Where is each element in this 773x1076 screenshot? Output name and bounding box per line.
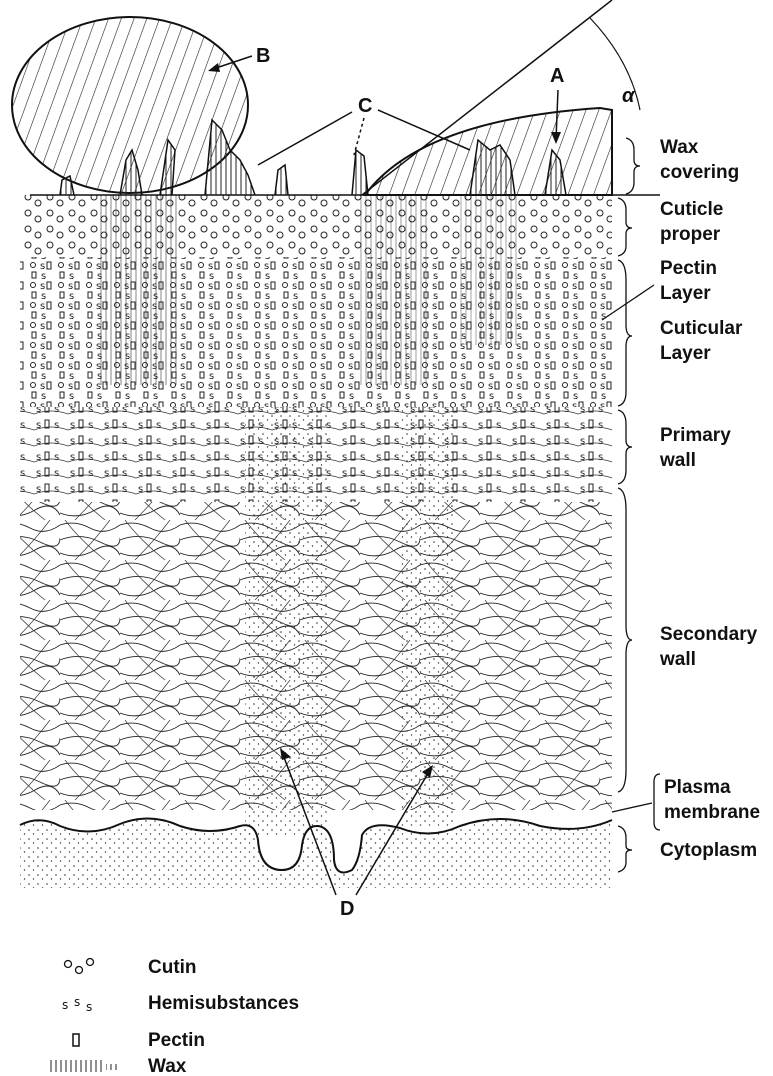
label-cuticular-layer: Cuticular Layer — [660, 318, 748, 364]
legend-label-cutin: Cutin — [148, 957, 197, 978]
bracket-primary-wall — [618, 410, 632, 484]
legend-symbol-cutin — [65, 959, 94, 974]
svg-text:s: s — [74, 995, 80, 1009]
pit-field-1 — [245, 407, 330, 837]
pit-field-2 — [400, 407, 455, 827]
legend-symbol-wax — [50, 1060, 120, 1072]
label-cuticle-proper: Cuticle proper — [660, 199, 729, 245]
label-wax-covering: Wax covering — [660, 137, 739, 183]
legend-label-wax: Wax — [148, 1056, 187, 1076]
bracket-cytoplasm — [618, 826, 632, 872]
label-plasma-membrane: Plasma membrane — [664, 777, 760, 823]
wax-streak-1 — [100, 195, 180, 385]
marker-c: C — [358, 95, 372, 117]
svg-text:s: s — [86, 1000, 92, 1014]
bracket-wax-covering — [626, 138, 640, 194]
bracket-cuticle-proper — [618, 198, 632, 256]
bracket-plasma-membrane — [654, 774, 660, 830]
marker-d: D — [340, 898, 354, 920]
label-primary-wall: Primary wall — [659, 425, 736, 471]
wax-streak-2 — [360, 195, 430, 385]
label-pectin-layer: Pectin Layer — [660, 258, 722, 304]
arrow-c-3 — [378, 110, 470, 150]
legend-symbol-pectin — [73, 1034, 79, 1046]
arrow-c-2 — [354, 118, 364, 155]
wax-streak-3 — [460, 195, 520, 345]
svg-text:s: s — [62, 998, 68, 1012]
arrow-c-1 — [258, 112, 352, 165]
legend: Cutin s s s Hemisubstances Pectin Wax — [50, 957, 299, 1076]
legend-symbol-hemisubstances: s s s — [62, 995, 92, 1014]
marker-a: A — [550, 65, 564, 87]
plasma-membrane-pointer — [612, 803, 652, 812]
legend-label-pectin: Pectin — [148, 1030, 205, 1051]
marker-b: B — [256, 45, 270, 67]
legend-label-hemisubstances: Hemisubstances — [148, 993, 299, 1014]
bracket-secondary-wall — [618, 488, 632, 792]
bracket-cuticular-layer — [618, 260, 632, 406]
alpha-label: α — [622, 85, 636, 107]
label-cytoplasm: Cytoplasm — [660, 840, 757, 861]
label-secondary-wall: Secondary wall — [659, 624, 762, 670]
